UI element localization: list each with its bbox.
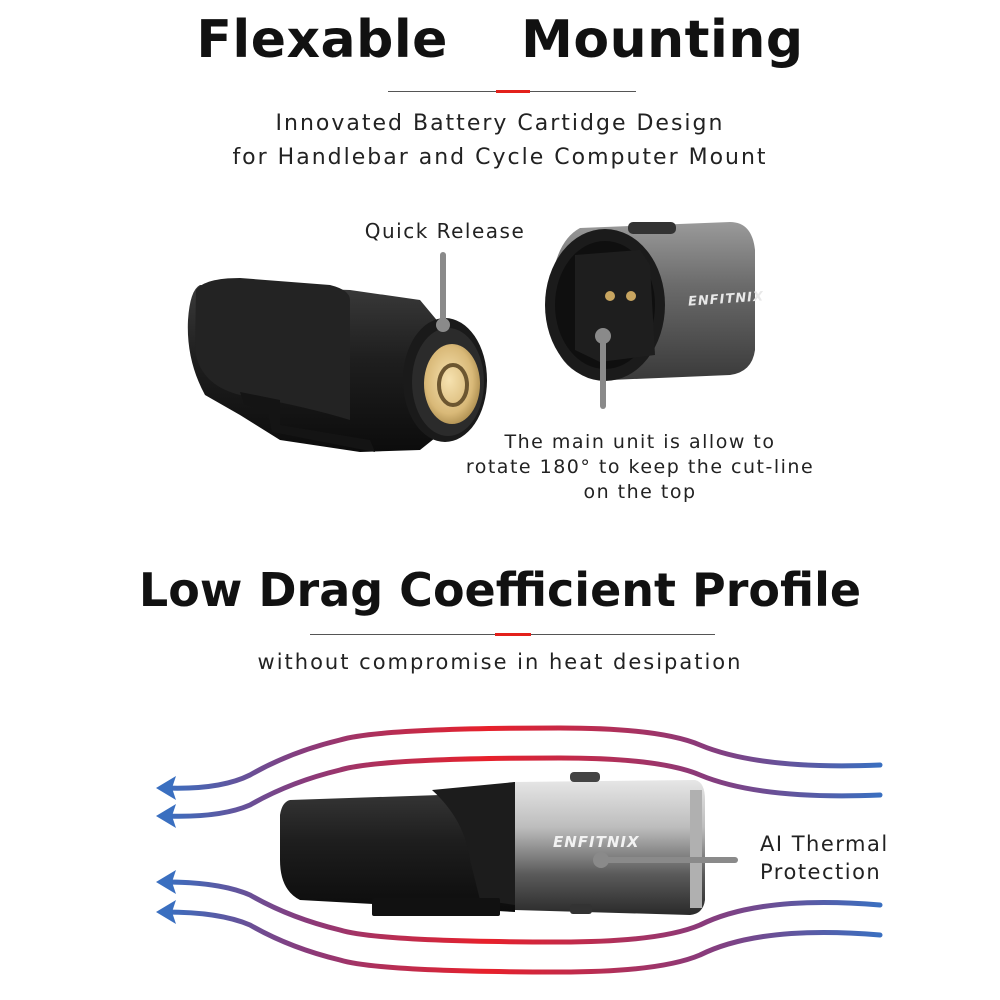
section1-subtitle-line1: Innovated Battery Cartidge Design bbox=[275, 111, 725, 136]
section2-title: Low Drag Coefficient Profile bbox=[138, 563, 862, 617]
rotate-caption-line1: The main unit is allow to bbox=[504, 431, 776, 453]
light-brand-mark: ENFITNIX bbox=[553, 833, 640, 851]
quick-release-leader bbox=[440, 252, 446, 322]
section1-title: Flexable Mounting bbox=[196, 10, 804, 70]
section1-subtitle-line2: for Handlebar and Cycle Computer Mount bbox=[232, 145, 768, 170]
airflow-arrow-icon bbox=[156, 870, 176, 894]
light-body-profile-image bbox=[280, 772, 705, 916]
airflow-line-2 bbox=[162, 755, 883, 819]
rotate-caption: The main unit is allow to rotate 180° to… bbox=[460, 430, 820, 505]
airflow-line-3 bbox=[162, 879, 883, 945]
thermal-leader-dot bbox=[593, 852, 609, 868]
thermal-caption: AI Thermal Protection bbox=[760, 830, 889, 886]
title1-divider-accent bbox=[496, 90, 530, 93]
rotate-leader bbox=[600, 337, 606, 409]
thermal-caption-line1: AI Thermal bbox=[760, 832, 889, 856]
thermal-leader bbox=[600, 857, 738, 863]
quick-release-leader-dot bbox=[436, 318, 450, 332]
airflow-arrow-icon bbox=[156, 900, 176, 924]
thermal-caption-line2: Protection bbox=[760, 860, 882, 884]
airflow-line-1 bbox=[162, 725, 883, 791]
rotate-caption-line2: rotate 180° to keep the cut-line bbox=[465, 456, 815, 478]
airflow-arrow-icon bbox=[156, 804, 176, 828]
section2-subtitle: without compromise in heat desipation bbox=[257, 650, 743, 674]
quick-release-label: Quick Release bbox=[364, 219, 526, 243]
rotate-leader-dot bbox=[595, 328, 611, 344]
title2-divider-accent bbox=[495, 633, 531, 636]
airflow-line-4 bbox=[162, 909, 883, 975]
rotate-caption-line3: on the top bbox=[583, 481, 697, 503]
battery-unit-image bbox=[187, 278, 487, 452]
airflow-arrow-icon bbox=[156, 776, 176, 800]
